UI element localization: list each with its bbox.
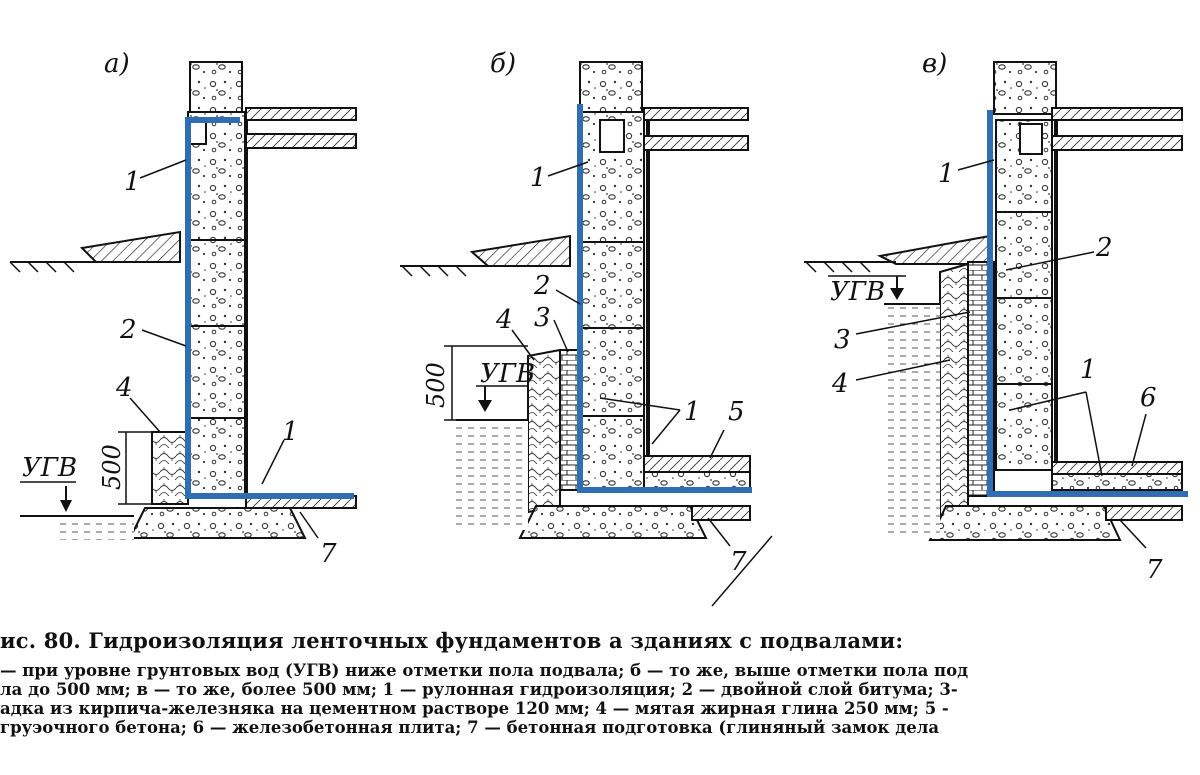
groundwater: [58, 516, 134, 540]
callout-7: 7: [320, 539, 337, 569]
callout-1-bottom: 1: [282, 417, 299, 447]
figure-caption: ис. 80. Гидроизоляция ленточных фундамен…: [0, 628, 1200, 737]
callout-1-bottom: 1: [684, 397, 701, 427]
caption-line: адка из кирпича-железняка на цементном р…: [0, 699, 949, 718]
panel-a-letter: а): [104, 49, 130, 79]
caption-line: ла до 500 мм; в — то же, более 500 мм; 1…: [0, 680, 958, 699]
callout-2: 2: [119, 315, 137, 345]
wall-block: [579, 241, 645, 329]
callout-5: 5: [728, 397, 745, 427]
panel-b: б) УГВ 500: [400, 49, 773, 607]
rc-slab: [1051, 461, 1183, 475]
callout-2: 2: [533, 271, 551, 301]
callout-3: 3: [534, 303, 551, 333]
blind-area: [469, 234, 571, 267]
wall-block: [579, 415, 645, 489]
caption-line: груэочного бетона; 6 — железобетонная пл…: [0, 718, 940, 737]
callout-2: 2: [1095, 233, 1113, 263]
ugv-label: УГВ: [830, 277, 885, 307]
wall-block: [995, 383, 1053, 471]
blind-area: [79, 230, 181, 263]
footing: [128, 507, 307, 539]
wall-block: [995, 297, 1053, 385]
callout-1: 1: [124, 167, 141, 197]
groundwater: [456, 420, 528, 530]
waterproofing-line: [185, 117, 354, 499]
wall-block: [187, 239, 247, 327]
foundation-waterproofing-diagram: а) УГВ 500: [9, 49, 1188, 607]
wall-top-block: [993, 61, 1057, 115]
clay-layer: [939, 262, 969, 530]
panel-b-letter: б): [490, 49, 516, 79]
wall-block: [187, 417, 247, 497]
floor-slab: [643, 135, 749, 151]
panel-v-letter: в): [922, 49, 947, 79]
waterproofing-line: [577, 104, 752, 493]
caption-line: — при уровне грунтовых вод (УГВ) ниже от…: [0, 661, 969, 680]
wall-block: [995, 211, 1053, 299]
wall-block: [187, 325, 247, 419]
waterproofing-line: [987, 110, 1188, 497]
callout-1: 1: [530, 163, 547, 193]
callout-4: 4: [495, 305, 513, 335]
floor-slab: [1051, 107, 1183, 121]
floor-slab: [643, 107, 749, 121]
ugv-label: УГВ: [22, 453, 77, 483]
dimension-500: 500: [422, 362, 450, 408]
concrete-layer: [643, 455, 751, 473]
callout-4: 4: [115, 373, 133, 403]
dimension-500: 500: [98, 444, 126, 490]
callout-6: 6: [1140, 383, 1157, 413]
floor-slab: [245, 107, 357, 121]
groundwater: [884, 304, 940, 538]
callout-3: 3: [834, 325, 851, 355]
callout-4: 4: [831, 369, 849, 399]
footing: [928, 505, 1122, 541]
callout-7: 7: [730, 547, 747, 577]
callout-7: 7: [1146, 555, 1163, 585]
floor-slab: [1051, 135, 1183, 151]
panel-a: а) УГВ 500: [9, 49, 357, 569]
caption-title: ис. 80. Гидроизоляция ленточных фундамен…: [0, 628, 904, 653]
blind-area: [876, 234, 991, 265]
callout-1: 1: [938, 159, 955, 189]
footing: [518, 505, 708, 539]
panel-v: в) УГВ 1 2: [804, 49, 1188, 585]
floor-slab: [245, 133, 357, 149]
wall-top-block: [579, 61, 643, 113]
callout-1-bottom: 1: [1080, 355, 1097, 385]
ugv-label: УГВ: [480, 359, 535, 389]
wall-top-block: [189, 61, 243, 113]
clay-lock: [151, 431, 189, 505]
